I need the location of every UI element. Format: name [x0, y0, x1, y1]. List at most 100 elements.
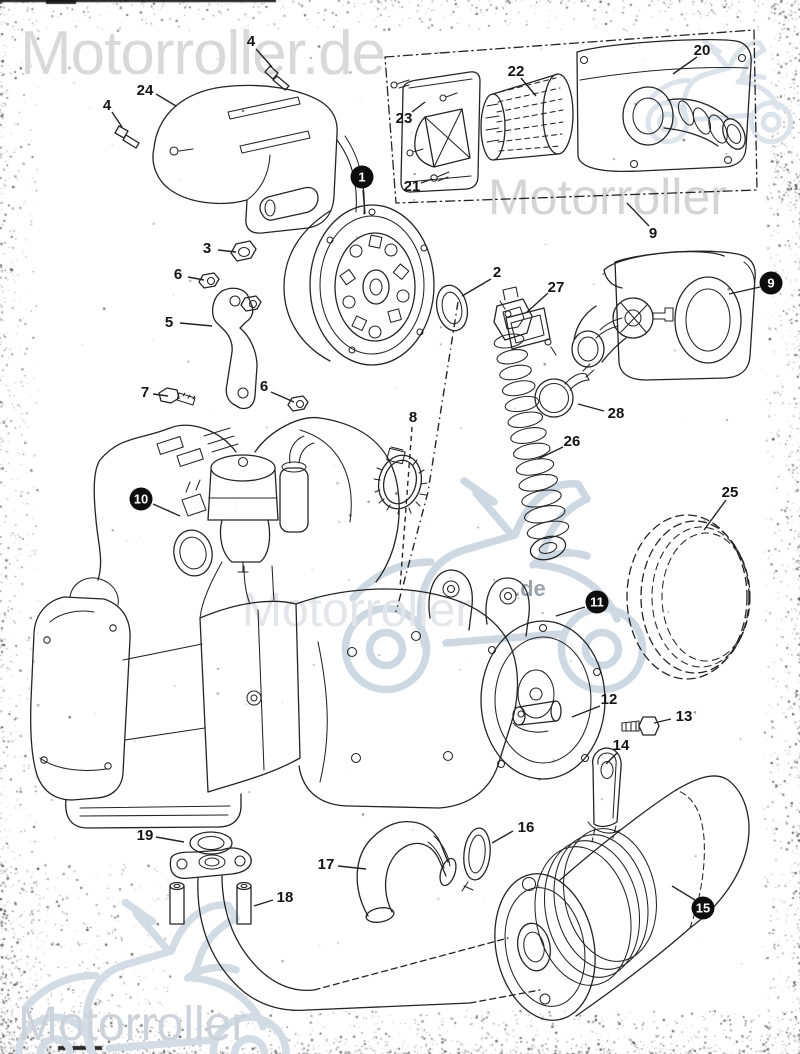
leader-line-15 [671, 885, 696, 901]
part-badge-15: 15 [691, 896, 715, 920]
part-number-12: 12 [601, 691, 618, 708]
part-number-27: 27 [548, 279, 565, 296]
part-number-20: 20 [694, 42, 711, 59]
filter-element-22 [480, 73, 574, 161]
duct-rib [499, 364, 532, 381]
hose-clamp-8 [373, 446, 428, 515]
leader-line-7 [152, 393, 169, 397]
part-number-14: 14 [613, 737, 630, 754]
exhaust-gasket-16 [461, 827, 491, 892]
airbox-9 [571, 250, 756, 381]
watermark-center-de: .de [514, 576, 546, 601]
part-number-18: 18 [277, 889, 294, 906]
part-badge-1: 1 [350, 165, 374, 189]
carburetor-10 [93, 417, 400, 619]
seal-2-placement-line [395, 301, 459, 613]
duct-rib [504, 395, 540, 413]
part-number-7: 7 [141, 384, 149, 401]
bracket-12 [512, 700, 562, 733]
leader-line-5 [179, 322, 213, 327]
leader-line-25 [703, 499, 727, 531]
bracket-5 [211, 287, 258, 410]
part-number-4: 4 [103, 97, 112, 114]
bolt-7 [158, 387, 196, 406]
intake-duct-26 [493, 286, 570, 561]
leader-line-3 [217, 249, 237, 253]
duct-rib [507, 411, 544, 429]
leader-line-17 [337, 865, 367, 870]
hose-clamp-28 [534, 363, 595, 418]
nut-6-lower [287, 395, 309, 412]
leader-line-18 [253, 899, 274, 907]
nut-3 [230, 240, 257, 262]
muffler-15 [494, 775, 750, 1021]
airbox-housing-20 [576, 38, 752, 173]
part-number-9: 9 [649, 225, 657, 242]
part-number-26: 26 [564, 433, 581, 450]
svg-text:15: 15 [696, 901, 710, 916]
air-filter-assembly-box [384, 29, 758, 204]
watermark-bottom-text: Motorroller [18, 998, 247, 1051]
part-number-13: 13 [676, 708, 693, 725]
exhaust-elbow-17 [356, 820, 457, 923]
part-number-16: 16 [518, 819, 535, 836]
leader-line-11 [555, 606, 586, 617]
part-number-3: 3 [203, 240, 211, 257]
part-number-28: 28 [608, 405, 625, 422]
callout-layer: 1234456678991011121314151617181920212223… [103, 33, 783, 920]
part-number-23: 23 [396, 110, 413, 127]
screw-21 [430, 171, 450, 182]
part-number-2: 2 [493, 264, 501, 281]
duct-rib [518, 473, 558, 492]
clutch-ring-25 [626, 514, 751, 680]
leader-line-9 [626, 202, 650, 227]
part-badge-11: 11 [585, 590, 609, 614]
svg-text:11: 11 [590, 595, 604, 610]
leader-line-20 [672, 56, 698, 75]
leader-line-10 [152, 503, 181, 517]
part-number-25: 25 [722, 484, 739, 501]
part-number-5: 5 [165, 314, 173, 331]
header-pipe [197, 875, 541, 1012]
engine-assembly [30, 565, 530, 829]
svg-text:1: 1 [358, 170, 365, 185]
duct-rib [515, 458, 555, 476]
duct-rib [493, 333, 525, 349]
watermark-layer: Motorroller.de Motorroller Motorroller .… [18, 19, 791, 1054]
leader-line-27 [525, 292, 549, 314]
bolt-4-left [114, 125, 140, 149]
ghost-scooter-topright [648, 42, 791, 142]
leader-line-4 [111, 111, 123, 128]
leader-line-22 [520, 77, 537, 97]
fan-cover-24 [152, 84, 365, 234]
leader-line-14 [605, 752, 618, 765]
part-badge-10: 10 [129, 487, 153, 511]
muffler-bracket-14 [587, 747, 622, 843]
cvt-cover-11 [480, 620, 606, 780]
watermark-top-text: Motorroller.de [20, 19, 385, 88]
duct-rib [513, 442, 551, 460]
leader-line-4 [255, 48, 273, 68]
part-number-8: 8 [409, 409, 417, 426]
svg-text:10: 10 [134, 492, 148, 507]
part-number-22: 22 [508, 63, 525, 80]
leader-line-16 [491, 830, 514, 844]
leader-line-23 [411, 101, 426, 113]
duct-rib [510, 427, 547, 444]
part-number-4: 4 [247, 33, 256, 50]
part-number-21: 21 [404, 178, 421, 195]
flywheel-1 [259, 186, 435, 366]
bolt-13 [621, 716, 660, 736]
leader-line-1 [362, 189, 366, 215]
duct-rib [526, 520, 570, 540]
leader-line-21 [420, 178, 433, 184]
dashed-assembly-border [384, 29, 758, 204]
part-number-6: 6 [260, 378, 268, 395]
bolt-4-top [264, 65, 290, 91]
leader-line-26 [537, 446, 564, 460]
leader-line-24 [155, 93, 177, 107]
leader-line-28 [577, 403, 605, 412]
leader-line-9 [728, 286, 761, 295]
